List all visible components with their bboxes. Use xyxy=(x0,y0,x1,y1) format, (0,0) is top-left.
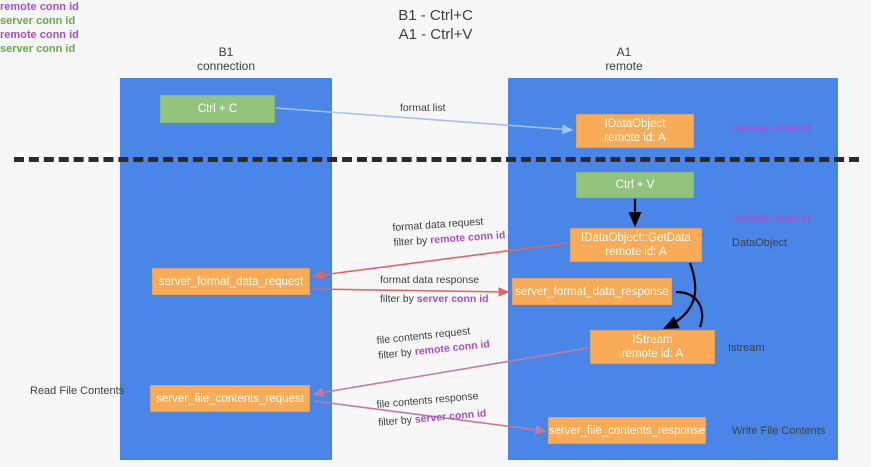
legend-remote-conn-id: remote conn id xyxy=(0,1,79,13)
node-server-file-contents-response[interactable]: server_file_contents_response xyxy=(548,417,706,444)
lane-heading-a1: A1 remote xyxy=(605,45,643,73)
node-ctrl-c[interactable]: Ctrl + C xyxy=(160,95,275,123)
legend-bottom: remote conn id server conn id xyxy=(0,28,871,56)
filter-key-server-conn-id: server conn id xyxy=(416,293,489,305)
node-istream[interactable]: IStream remote id: A xyxy=(590,330,715,364)
side-label-istream: Istream xyxy=(728,342,765,354)
edge-label-format-list: format list xyxy=(400,101,446,116)
section-divider xyxy=(14,157,859,162)
side-label-dataobject: DataObject xyxy=(732,237,788,249)
legend-server-conn-id: server conn id xyxy=(0,15,76,27)
node-idataobject-getdata[interactable]: IDataObject::GetData remote id: A xyxy=(570,228,702,262)
legend-remote-conn-id: remote conn id xyxy=(0,29,79,41)
node-ctrl-v[interactable]: Ctrl + V xyxy=(576,172,694,198)
side-label-remote-conn-id-mid: remote conn id xyxy=(732,212,811,224)
edge-label-file-contents-response: file contents response filter by server … xyxy=(376,389,487,431)
node-idataobject[interactable]: IDataObject remote id: A xyxy=(576,114,694,148)
edge-label-file-contents-request: file contents request filter by remote c… xyxy=(376,322,491,364)
edge-label-format-data-response: format data response filter by server co… xyxy=(380,273,489,307)
filter-prefix: filter by xyxy=(377,413,416,429)
side-label-read-file-contents: Read File Contents xyxy=(30,385,125,397)
edge-label-line1: format data response xyxy=(380,274,480,286)
edge-label-line2: filter by server conn id xyxy=(380,292,489,307)
node-server-format-data-response[interactable]: server_format_data_response xyxy=(512,278,672,305)
filter-prefix: filter by xyxy=(380,293,417,305)
lane-heading-b1: B1 connection xyxy=(196,45,256,73)
side-label-write-file-contents: Write File Contents xyxy=(732,425,826,437)
node-server-format-data-request[interactable]: server_format_data_request xyxy=(152,268,310,295)
legend-top: remote conn id server conn id xyxy=(0,0,871,28)
filter-prefix: filter by xyxy=(393,234,431,249)
page-title: B1 - Ctrl+C A1 - Ctrl+V xyxy=(398,7,473,43)
edge-label-format-data-request: format data request filter by remote con… xyxy=(392,213,506,251)
edge-label-format-list-text: format list xyxy=(400,102,446,114)
node-server-file-contents-request[interactable]: server_file_contents_request xyxy=(150,385,310,412)
filter-key-remote-conn-id: remote conn id xyxy=(429,229,506,247)
side-label-remote-conn-id-top: remote conn id xyxy=(732,123,811,135)
legend-server-conn-id: server conn id xyxy=(0,43,76,55)
filter-key-server-conn-id: server conn id xyxy=(414,407,487,426)
filter-prefix: filter by xyxy=(377,346,416,362)
